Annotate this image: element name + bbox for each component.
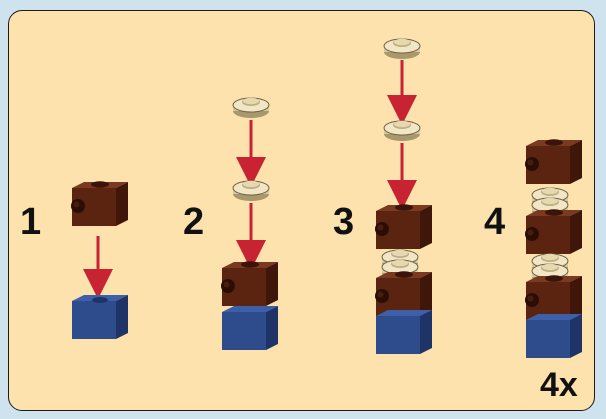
brown-brick-icon (71, 181, 128, 226)
tan-round-plate-icon (232, 97, 270, 119)
step-1-number: 1 (20, 201, 42, 243)
blue-brick-stud-icon (92, 297, 108, 303)
step-4-number: 4 (484, 201, 506, 243)
quantity-multiplier: 4x (540, 366, 578, 404)
brown-brick-icon (525, 275, 582, 320)
brown-brick-icon (221, 261, 278, 306)
step-3-assembly (375, 38, 432, 354)
blue-brick-icon (526, 314, 582, 358)
step-3-number: 3 (333, 201, 355, 243)
step-4-assembly (525, 139, 582, 358)
step-2-assembly (221, 97, 278, 350)
brown-brick-icon (375, 271, 432, 316)
tan-round-plate-icon (232, 180, 270, 202)
brown-brick-icon (525, 209, 582, 254)
step-1-assembly (71, 181, 128, 339)
tan-round-plate-icon (383, 38, 421, 60)
blue-brick-icon (222, 306, 278, 350)
tan-round-plate-icon (383, 120, 421, 142)
brown-brick-icon (525, 139, 582, 184)
step-2-number: 2 (183, 201, 205, 243)
blue-brick-icon (376, 310, 432, 354)
brown-brick-icon (375, 204, 432, 249)
